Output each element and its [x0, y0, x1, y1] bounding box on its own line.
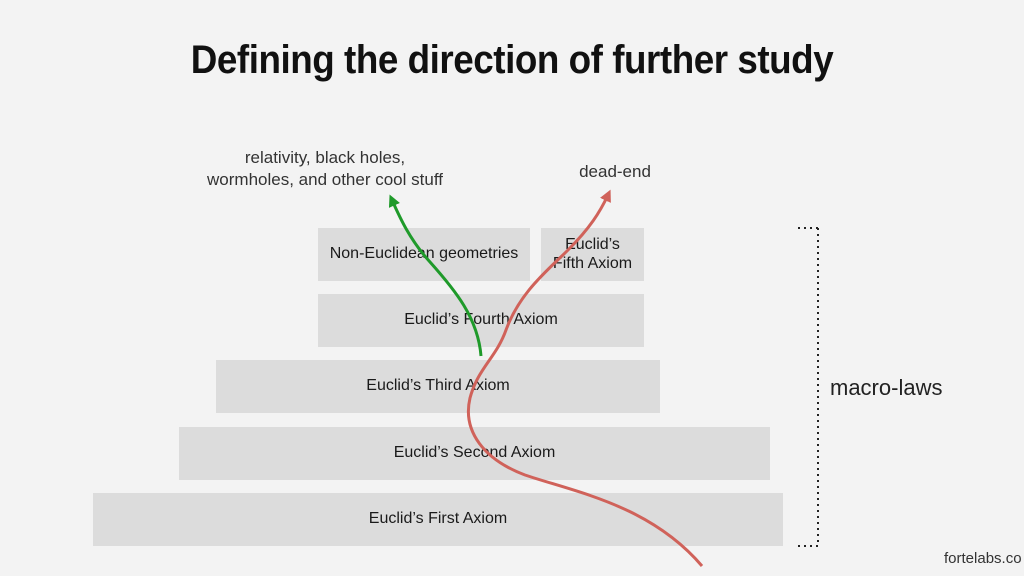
block-fourth-axiom: Euclid’s Fourth Axiom	[318, 294, 644, 347]
footer-credit: fortelabs.co	[944, 550, 1022, 567]
green-arrow	[388, 194, 483, 357]
slide-title: Defining the direction of further study	[190, 38, 834, 82]
relativity-label-line2: wormholes, and other cool stuff	[207, 170, 443, 190]
macro-laws-bracket	[798, 227, 819, 547]
dead-end-label: dead-end	[579, 162, 651, 181]
block-first-axiom: Euclid’s First Axiom	[93, 493, 783, 546]
block-third-axiom: Euclid’s Third Axiom	[216, 360, 660, 413]
relativity-label: relativity, black holes, wormholes, and …	[180, 147, 470, 191]
relativity-label-line1: relativity, black holes,	[244, 148, 406, 167]
block-fifth-axiom: Euclid’s Fifth Axiom	[541, 228, 644, 281]
block-fifth-axiom-line2: Fifth Axiom	[552, 254, 633, 272]
red-arrow	[467, 189, 704, 567]
macro-laws-label: macro-laws	[830, 375, 943, 400]
